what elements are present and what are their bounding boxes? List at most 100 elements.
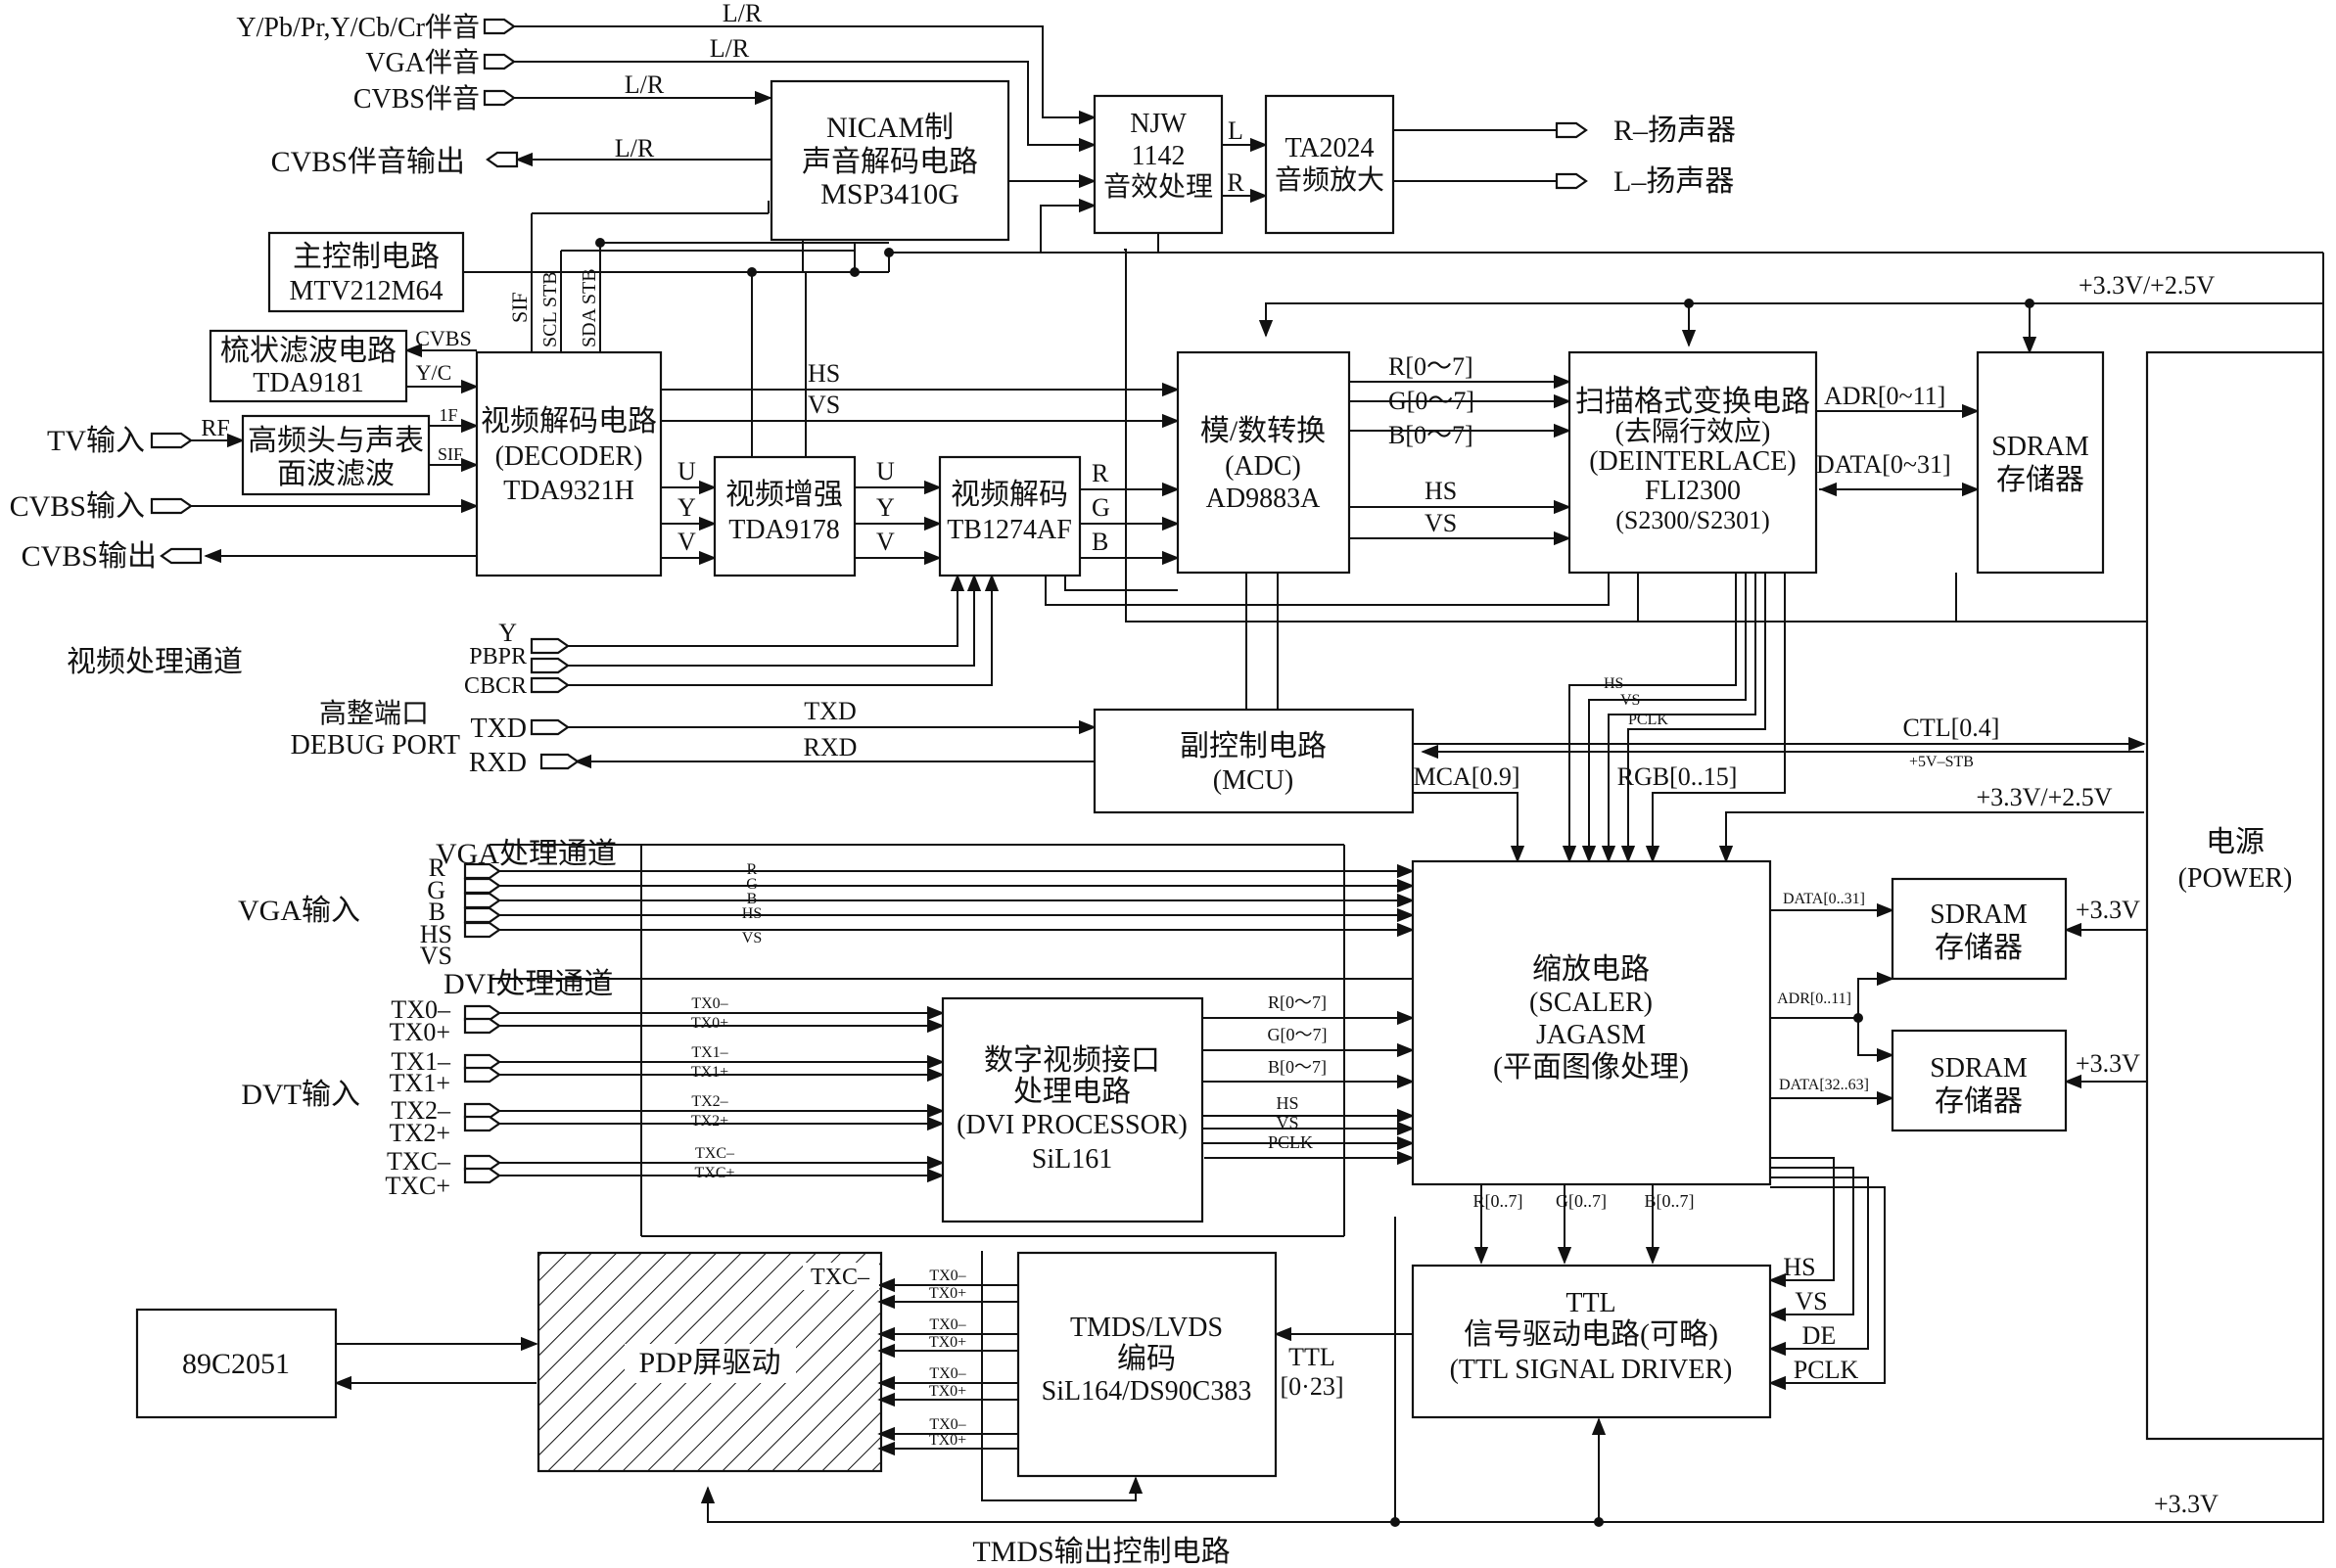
sig-lr: L/R bbox=[625, 70, 665, 99]
nicam-line: 声音解码电路 bbox=[802, 146, 978, 178]
sdram-2-line: 存储器 bbox=[1935, 1085, 2023, 1118]
sdram-1-line: SDRAM bbox=[1930, 899, 2028, 930]
sig-txcp: TXC+ bbox=[694, 1165, 734, 1181]
sig-pwr-33-bottom: +3.3V bbox=[2154, 1490, 2219, 1518]
sig-rf: RF bbox=[201, 416, 229, 441]
block-decoder: 视频解码电路 (DECODER) TDA9321H bbox=[475, 350, 663, 577]
sig-pdp-tx0p-4: TX0+ bbox=[929, 1432, 966, 1449]
njw-line: 1142 bbox=[1132, 141, 1186, 171]
enhance-line: 视频增强 bbox=[725, 479, 843, 511]
scaler-line: (SCALER) bbox=[1529, 988, 1653, 1018]
sig-r07: R[0～7] bbox=[1388, 352, 1473, 381]
sig-rgb015: RGB[0..15] bbox=[1617, 762, 1738, 791]
block-89c2051: 89C2051 bbox=[135, 1308, 338, 1419]
sig-u: U bbox=[677, 457, 696, 485]
sig-b07: B[0～7] bbox=[1388, 421, 1473, 449]
block-sdram-2: SDRAM 存储器 bbox=[1891, 1029, 2068, 1132]
label-tx2p: TX2+ bbox=[390, 1119, 450, 1147]
block-sdram-1: SDRAM 存储器 bbox=[1891, 877, 2068, 981]
power-line: 电源 bbox=[2206, 826, 2265, 858]
label-tx1p: TX1+ bbox=[390, 1069, 450, 1097]
sig-dvi-b: B[0～7] bbox=[1268, 1057, 1327, 1077]
ttl-line: (TTL SIGNAL DRIVER) bbox=[1450, 1355, 1733, 1385]
decoder-line: 视频解码电路 bbox=[481, 405, 657, 438]
dvi-line: 处理电路 bbox=[1013, 1076, 1131, 1108]
sig-pwr-33-2: +3.3V bbox=[2076, 1049, 2140, 1078]
tb1274-line: TB1274AF bbox=[947, 515, 1072, 545]
sig-dvi-pclk: PCLK bbox=[1268, 1132, 1313, 1152]
sig-vs-2: VS bbox=[1425, 509, 1457, 537]
ta2024-line: 音频放大 bbox=[1275, 164, 1384, 196]
label-dvi-channel: DVI处理通道 bbox=[444, 968, 613, 1000]
sig-ttl-bus: TTL bbox=[1288, 1343, 1335, 1371]
sig-yc: Y/C bbox=[416, 360, 452, 385]
scaler-line: 缩放电路 bbox=[1532, 953, 1650, 986]
block-ta2024: TA2024 音频放大 bbox=[1264, 94, 1395, 235]
mcu89-label: 89C2051 bbox=[182, 1348, 290, 1380]
sig-sif: SIF bbox=[507, 292, 532, 323]
sig-pwr-33: +3.3V bbox=[2076, 896, 2140, 924]
sdram-1-line: 存储器 bbox=[1935, 932, 2023, 964]
sig-lr: L/R bbox=[615, 134, 655, 162]
dvi-line: 数字视频接口 bbox=[984, 1044, 1160, 1077]
sig-tx2p: TX2+ bbox=[691, 1113, 728, 1130]
sig-g07: G[0～7] bbox=[1388, 387, 1474, 415]
sig-dvi-r: R[0～7] bbox=[1268, 992, 1327, 1012]
sig-u-2: U bbox=[876, 457, 895, 485]
ta2024-line: TA2024 bbox=[1285, 133, 1374, 163]
label-cbcr: CBCR bbox=[464, 673, 527, 699]
label-vga-channel: VGA处理通道 bbox=[436, 838, 617, 870]
sig-r: R bbox=[1227, 168, 1244, 197]
decoder-line: TDA9321H bbox=[503, 476, 634, 506]
sig-ttl-hs: HS bbox=[1783, 1253, 1815, 1281]
sig-dvi-g: G[0～7] bbox=[1268, 1025, 1328, 1044]
adc-line: AD9883A bbox=[1206, 484, 1321, 514]
block-tmds-encoder: TMDS/LVDS 编码 SiL164/DS90C383 bbox=[1016, 1251, 1278, 1478]
sig-hs-2: HS bbox=[1425, 477, 1457, 505]
sig-vga-vs: VS bbox=[742, 930, 762, 946]
sig-ttl-pclk: PCLK bbox=[1794, 1356, 1859, 1384]
label-debug-cn: 高整端口 bbox=[319, 698, 429, 729]
junctions bbox=[595, 238, 2034, 1527]
sig-pclk: PCLK bbox=[1628, 712, 1668, 728]
sig-pdp-tx0m-2: TX0– bbox=[929, 1316, 966, 1333]
deinterlace-line: 扫描格式变换电路 bbox=[1575, 386, 1810, 418]
label-vga-in: VGA输入 bbox=[238, 895, 360, 927]
sig-r-07: R[0..7] bbox=[1473, 1191, 1523, 1211]
sig-g: G bbox=[1092, 493, 1110, 522]
sig-sda-stb: SDA STB bbox=[579, 268, 600, 347]
sig-y-2: Y bbox=[876, 493, 895, 522]
sig-vga-r: R bbox=[747, 861, 758, 878]
sig-tx1p: TX1+ bbox=[691, 1064, 728, 1081]
tuner-line: 高频头与声表 bbox=[248, 425, 424, 457]
sdram-top-line: 存储器 bbox=[1996, 464, 2084, 496]
sig-pdp-tx0m-3: TX0– bbox=[929, 1365, 966, 1382]
label-tx0m: TX0– bbox=[391, 995, 451, 1024]
sig-data-0-31: DATA[0..31] bbox=[1783, 891, 1865, 907]
port-labels: Y/Pb/Pr,Y/Cb/Cr伴音 VGA伴音 CVBS伴音 CVBS伴音输出 … bbox=[10, 12, 1736, 1568]
block-main-control: 主控制电路 MTV212M64 bbox=[267, 231, 465, 313]
label-vga-r: R bbox=[429, 853, 446, 882]
label-tmds-ctrl: TMDS输出控制电路 bbox=[972, 1536, 1230, 1568]
tuner-line: 面波滤波 bbox=[277, 458, 395, 490]
sig-lr: L/R bbox=[723, 0, 763, 27]
comb-line: 梳状滤波电路 bbox=[220, 335, 397, 367]
sig-pdp-tx0p-3: TX0+ bbox=[929, 1383, 966, 1400]
label-tx0p: TX0+ bbox=[390, 1018, 450, 1046]
sig-data031: DATA[0~31] bbox=[1816, 450, 1951, 479]
sig-tx0p: TX0+ bbox=[691, 1015, 728, 1032]
sig-hs: HS bbox=[808, 359, 840, 388]
tmds-line: 编码 bbox=[1117, 1343, 1176, 1375]
sig-vga-hs: HS bbox=[742, 905, 762, 922]
sig-b-07: B[0..7] bbox=[1645, 1191, 1695, 1211]
sig-cvbs: CVBS bbox=[415, 326, 471, 350]
sig-data-32-63: DATA[32..63] bbox=[1779, 1077, 1869, 1093]
label-vga-audio: VGA伴音 bbox=[365, 47, 480, 78]
sig-vs-3: VS bbox=[1620, 692, 1640, 709]
sig-v-2: V bbox=[876, 528, 895, 556]
sig-stb5v: +5V–STB bbox=[1909, 754, 1974, 770]
sig-txd: TXD bbox=[804, 697, 856, 725]
label-cvbs-out: CVBS输出 bbox=[22, 540, 157, 573]
label-rxd: RXD bbox=[469, 748, 527, 778]
